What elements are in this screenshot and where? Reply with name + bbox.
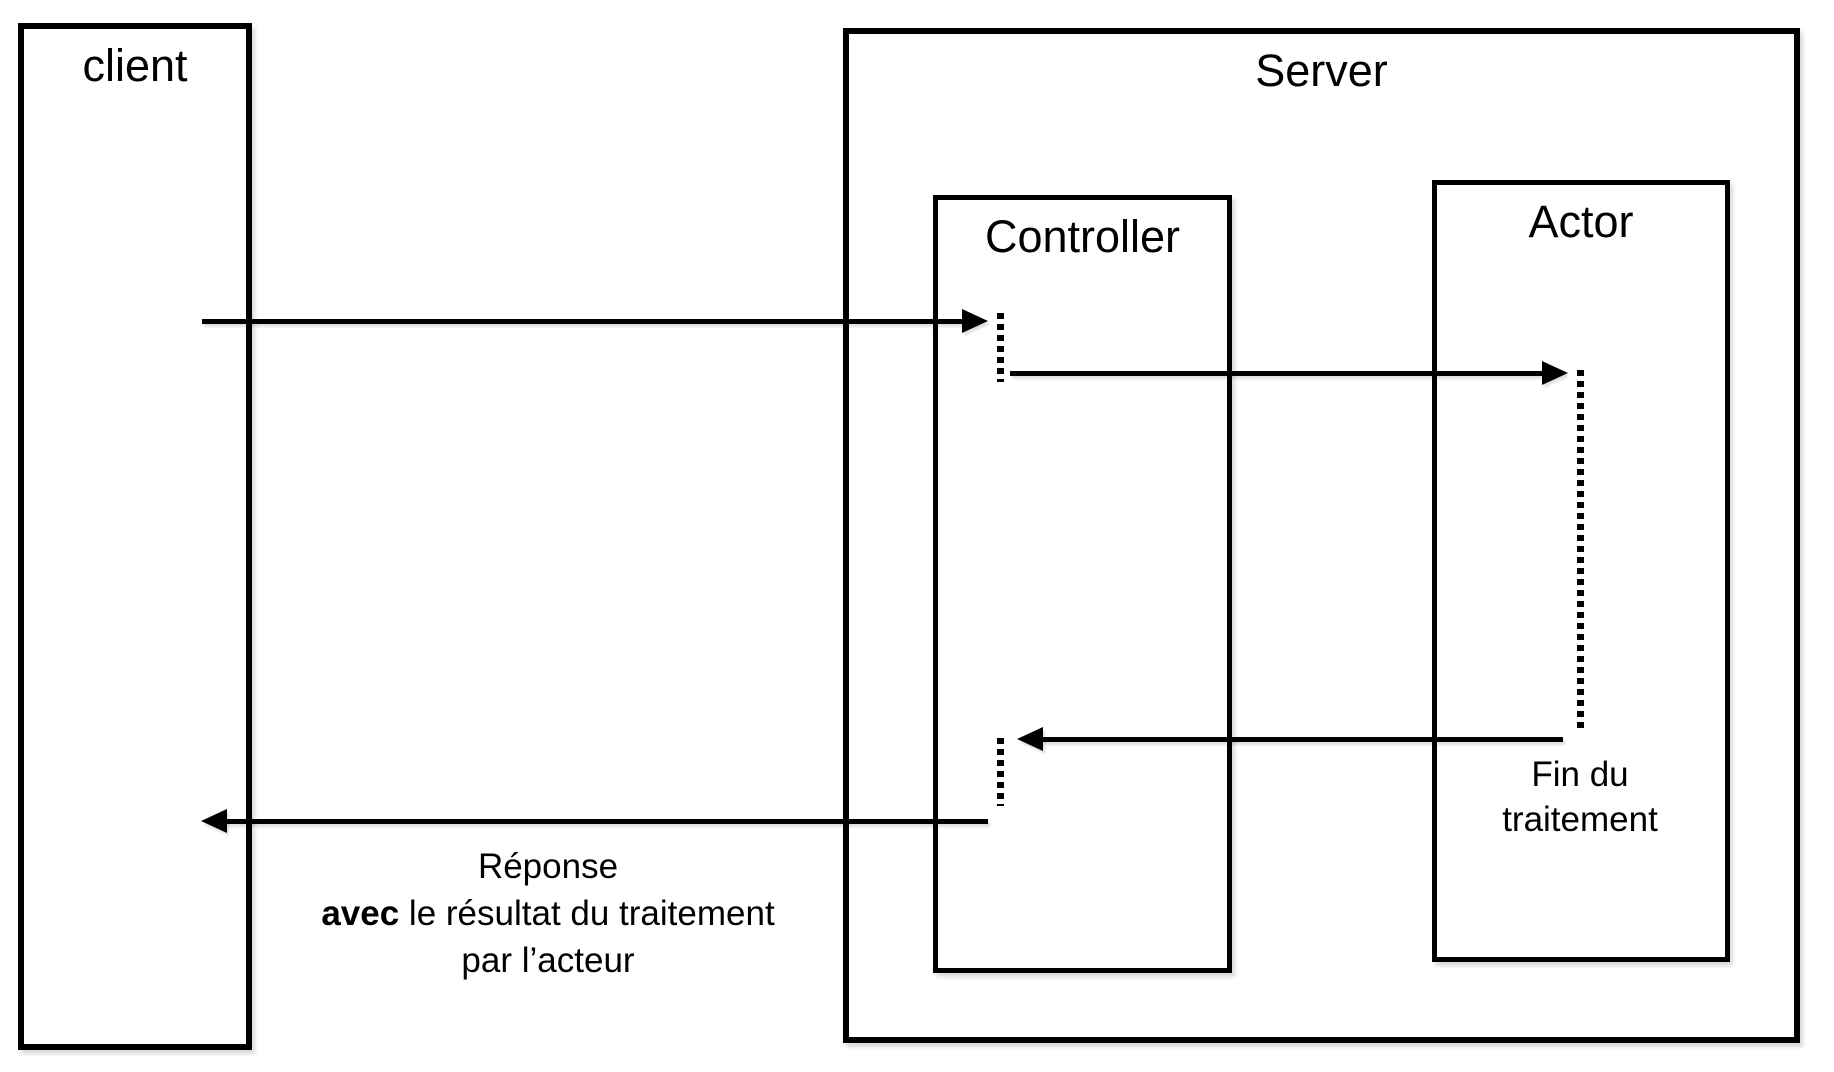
client-box: client — [18, 23, 252, 1050]
arrow-line — [202, 319, 964, 324]
activation-bar-actor-icon — [1577, 370, 1584, 728]
arrow-line — [1010, 371, 1544, 376]
label-reponse: Réponse avec le résultat du traitement p… — [248, 843, 848, 984]
label-line: Fin du — [1531, 755, 1629, 794]
label-line: avec le résultat du traitement — [248, 890, 848, 937]
label-bold-avec: avec — [321, 894, 400, 933]
actor-title: Actor — [1528, 196, 1634, 247]
label-line: Réponse — [477, 847, 619, 886]
controller-box: Controller — [933, 195, 1232, 973]
arrowhead-right-icon — [1542, 361, 1568, 385]
label-line2-rest: le résultat du traitement — [408, 894, 775, 933]
label-line: traitement — [1502, 800, 1658, 839]
activation-bar-controller-1-icon — [997, 313, 1004, 382]
server-title: Server — [1255, 45, 1388, 96]
activation-bar-controller-2-icon — [997, 738, 1004, 806]
arrow-line — [225, 819, 988, 824]
label-line: par l’acteur — [461, 941, 635, 980]
controller-title: Controller — [984, 211, 1181, 262]
arrow-line — [1041, 737, 1563, 742]
arrowhead-right-icon — [962, 309, 988, 333]
arrowhead-left-icon — [201, 809, 227, 833]
arrowhead-left-icon — [1017, 727, 1043, 751]
client-title: client — [82, 40, 188, 91]
label-fin-du-traitement: Fin du traitement — [1420, 752, 1740, 842]
